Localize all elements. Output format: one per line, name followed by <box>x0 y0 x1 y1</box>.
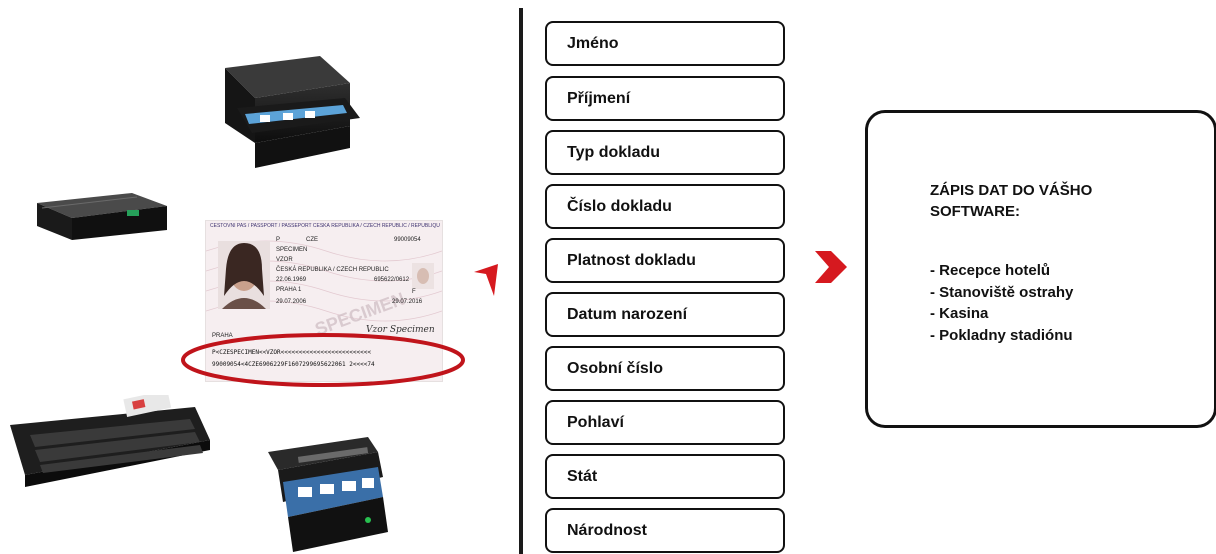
passport-given-name: VZOR <box>276 257 293 263</box>
software-output-box <box>865 110 1216 428</box>
field-box: Osobní číslo <box>545 346 785 391</box>
passport-background: SPECIMEN <box>206 221 442 381</box>
field-label: Příjmení <box>567 89 631 107</box>
passport-expiry-date: 29.07.2016 <box>392 299 423 305</box>
passport-type: P <box>276 237 281 243</box>
output-list: - Recepce hotelů - Stanoviště ostrahy - … <box>930 260 1073 346</box>
field-label: Pohlaví <box>567 413 624 431</box>
field-label: Datum narození <box>567 305 688 323</box>
document-scanner-top <box>225 56 360 168</box>
passport-issue-date: 29.07.2006 <box>276 299 307 305</box>
field-label: Osobní číslo <box>567 359 664 377</box>
magnetic-card-reader <box>37 193 167 240</box>
field-label: Stát <box>567 467 598 485</box>
passport-code: CZE <box>306 237 318 243</box>
passport-authority: PRAHA <box>212 333 233 339</box>
vertical-divider <box>519 8 523 554</box>
passport-number: 99009054 <box>394 237 421 243</box>
field-label: Číslo dokladu <box>567 197 672 215</box>
document-scanner-bottom <box>268 437 388 552</box>
mrz-highlight-ellipse <box>181 333 465 387</box>
output-title: ZÁPIS DAT DO VÁŠHO SOFTWARE: <box>930 182 1093 220</box>
field-box: Platnost dokladu <box>545 238 785 283</box>
passport-signature: Vzor Specimen <box>366 325 435 335</box>
keyboard-with-card-reader <box>10 395 210 487</box>
field-box: Číslo dokladu <box>545 184 785 229</box>
passport-specimen: SPECIMEN CESTOVNÍ PAS / PASSPORT / PASSE… <box>205 220 443 382</box>
field-label: Jméno <box>567 34 619 52</box>
list-item: - Kasina <box>930 305 989 322</box>
list-item: - Stanoviště ostrahy <box>930 283 1074 301</box>
passport-personal-number: 695622/0612 <box>374 277 410 283</box>
field-label: Platnost dokladu <box>567 251 696 269</box>
passport-header: CESTOVNÍ PAS / PASSPORT / PASSEPORT ČESK… <box>210 223 440 229</box>
field-box: Datum narození <box>545 292 785 337</box>
passport-birth-date: 22.06.1969 <box>276 277 307 283</box>
passport-sex: F <box>412 289 416 295</box>
field-box: Stát <box>545 454 785 499</box>
field-label: Typ dokladu <box>567 143 661 161</box>
passport-surname: SPECIMEN <box>276 247 308 253</box>
field-label: Národnost <box>567 521 647 539</box>
passport-birth-place: PRAHA 1 <box>276 287 302 293</box>
list-item: - Pokladny stadiónu <box>930 326 1073 344</box>
field-box: Typ dokladu <box>545 130 785 175</box>
passport-nationality: ČESKÁ REPUBLIKA / CZECH REPUBLIC <box>276 267 389 273</box>
field-box: Příjmení <box>545 76 785 121</box>
field-box: Pohlaví <box>545 400 785 445</box>
field-box: Národnost <box>545 508 785 553</box>
list-item: - Recepce hotelů <box>930 262 1051 279</box>
chevron-right-icon <box>815 251 847 283</box>
field-box: Jméno <box>545 21 785 66</box>
passport-mrz-line-2: 99009054<4CZE6906229F1607299695622061 2<… <box>212 361 375 368</box>
passport-mrz-line-1: P<CZESPECIMEN<<VZOR<<<<<<<<<<<<<<<<<<<<<… <box>212 349 371 356</box>
red-arrow-icon <box>474 264 498 296</box>
